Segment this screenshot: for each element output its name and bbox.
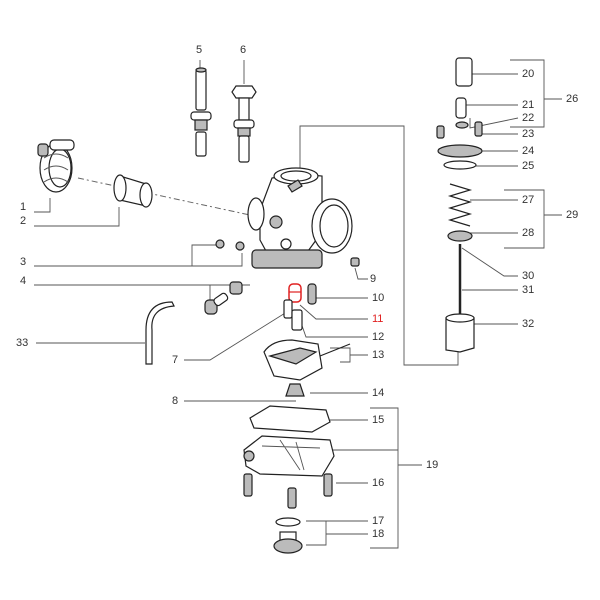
part-1-hose-clamp [37,139,75,193]
callout-2[interactable]: 2 [20,215,27,227]
part-7-12-jets [283,299,303,331]
part-17-o-ring [275,517,301,527]
part-13-float [263,339,351,381]
callout-9[interactable]: 9 [370,273,377,285]
callout-28[interactable]: 28 [522,227,535,239]
callout-12[interactable]: 12 [372,331,385,343]
callout-4[interactable]: 4 [20,275,27,287]
leader-lines [34,59,562,549]
part-33-hose [145,301,175,365]
part-25-gasket [443,160,477,170]
part-27-spring [447,183,473,227]
callout-25[interactable]: 25 [522,160,535,172]
callout-10[interactable]: 10 [372,292,385,304]
callout-16[interactable]: 16 [372,477,385,489]
part-24-top-cover [437,144,483,158]
callout-3[interactable]: 3 [20,256,27,268]
part-18-drain-plug [273,531,303,554]
part-16-screws [243,473,333,509]
callout-18[interactable]: 18 [372,528,385,540]
part-5-screw [190,67,212,157]
part-14-needle-valve [285,383,305,397]
callout-24[interactable]: 24 [522,145,535,157]
callout-5[interactable]: 5 [196,44,203,56]
part-10-jet [307,283,317,305]
part-19-float-bowl [243,435,335,477]
callout-21[interactable]: 21 [522,99,535,111]
callout-7[interactable]: 7 [172,354,179,366]
part-2-intake-sleeve [113,174,153,208]
callout-22[interactable]: 22 [522,112,535,124]
callout-1[interactable]: 1 [20,201,27,213]
callout-11-highlighted[interactable]: 11 [372,313,384,325]
callout-17[interactable]: 17 [372,515,385,527]
part-6-screw [231,85,257,163]
callout-23[interactable]: 23 [522,128,535,140]
callout-32[interactable]: 32 [522,318,535,330]
callout-13[interactable]: 13 [372,349,385,361]
callout-20[interactable]: 20 [522,68,535,80]
part-11-jet-highlighted [288,283,302,303]
part-23-screw-left [436,125,445,139]
carburetor-body [215,167,360,269]
callout-15[interactable]: 15 [372,414,385,426]
part-21-adjuster [455,97,467,119]
callout-33[interactable]: 33 [16,337,29,349]
part-20-cap [455,57,473,87]
callout-27[interactable]: 27 [522,194,535,206]
callout-31[interactable]: 31 [522,284,535,296]
callout-26[interactable]: 26 [566,93,579,105]
callout-19[interactable]: 19 [426,459,439,471]
callout-6[interactable]: 6 [240,44,247,56]
callout-30[interactable]: 30 [522,270,535,282]
callout-29[interactable]: 29 [566,209,579,221]
callout-8[interactable]: 8 [172,395,179,407]
part-28-retainer [447,230,473,242]
part-15-gasket [249,405,331,433]
part-22-nut [455,121,469,129]
part-4-idle-screw [204,281,243,315]
part-23-screw-right [474,121,483,137]
callout-14[interactable]: 14 [372,387,385,399]
part-32-throttle-slide [445,313,475,353]
